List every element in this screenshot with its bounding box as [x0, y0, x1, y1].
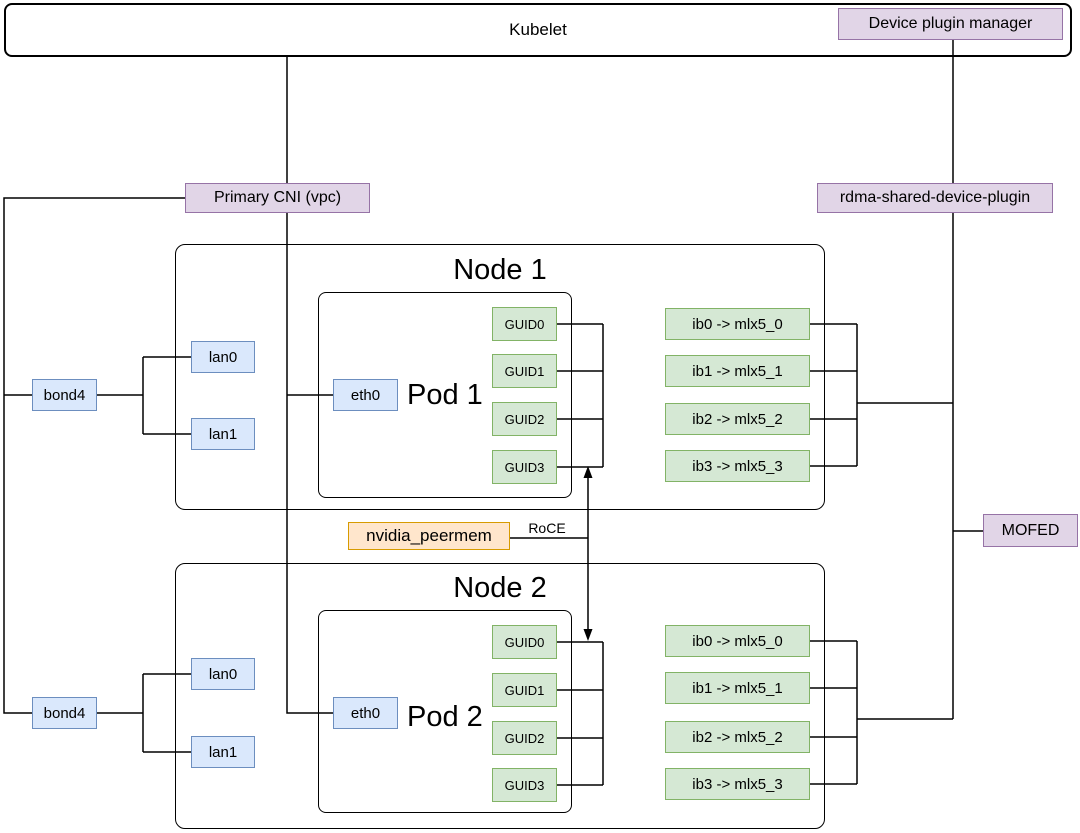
lan0-node1-box: lan0: [191, 341, 255, 373]
kubelet-label: Kubelet: [509, 20, 567, 39]
ib2-node1-box: ib2 -> mlx5_2: [665, 403, 810, 435]
guid2-node2-box: GUID2: [492, 721, 557, 755]
mofed-box: MOFED: [983, 514, 1078, 547]
lan1-node2-box: lan1: [191, 736, 255, 768]
rdma-shared-device-plugin-box: rdma-shared-device-plugin: [817, 183, 1053, 213]
guid0-node1-box: GUID0: [492, 307, 557, 341]
guid2-node1-box: GUID2: [492, 402, 557, 436]
arrowhead-down: [583, 629, 593, 641]
primary-cni-box: Primary CNI (vpc): [185, 183, 370, 213]
ib1-node1-box: ib1 -> mlx5_1: [665, 355, 810, 387]
pod2-title: Pod 2: [407, 701, 483, 733]
wire-bond4-n1-branch: [97, 356, 191, 435]
guid1-node2-box: GUID1: [492, 673, 557, 707]
ib0-node2-box: ib0 -> mlx5_0: [665, 625, 810, 657]
lan0-node2-box: lan0: [191, 658, 255, 690]
eth0-node1-box: eth0: [333, 379, 398, 411]
nvidia-peermem-box: nvidia_peermem: [348, 522, 510, 550]
wire-ibs-n1: [810, 323, 953, 467]
pod1-title: Pod 1: [407, 379, 483, 411]
arrowhead-up: [583, 466, 593, 478]
guid1-node1-box: GUID1: [492, 354, 557, 388]
guid3-node2-box: GUID3: [492, 768, 557, 802]
ib3-node2-box: ib3 -> mlx5_3: [665, 768, 810, 800]
eth0-node2-box: eth0: [333, 697, 398, 729]
ib3-node1-box: ib3 -> mlx5_3: [665, 450, 810, 482]
bond4-node1-box: bond4: [32, 379, 97, 411]
wire-bond4-n2-branch: [97, 673, 191, 753]
node1-title: Node 1: [453, 254, 547, 286]
node2-title: Node 2: [453, 572, 547, 604]
ib1-node2-box: ib1 -> mlx5_1: [665, 672, 810, 704]
bond4-node2-box: bond4: [32, 697, 97, 729]
wire-kubelet-vertical: [286, 57, 333, 714]
wire-guids-n1: [557, 323, 604, 468]
roce-label: RoCE: [528, 520, 566, 536]
lan1-node1-box: lan1: [191, 418, 255, 450]
guid0-node2-box: GUID0: [492, 625, 557, 659]
guid3-node1-box: GUID3: [492, 450, 557, 484]
wire-left-bus: [3, 197, 185, 714]
ib0-node1-box: ib0 -> mlx5_0: [665, 308, 810, 340]
device-plugin-manager-box: Device plugin manager: [838, 8, 1063, 40]
wire-guids-n2: [557, 641, 604, 786]
wire-ibs-n2: [810, 640, 953, 785]
ib2-node2-box: ib2 -> mlx5_2: [665, 721, 810, 753]
